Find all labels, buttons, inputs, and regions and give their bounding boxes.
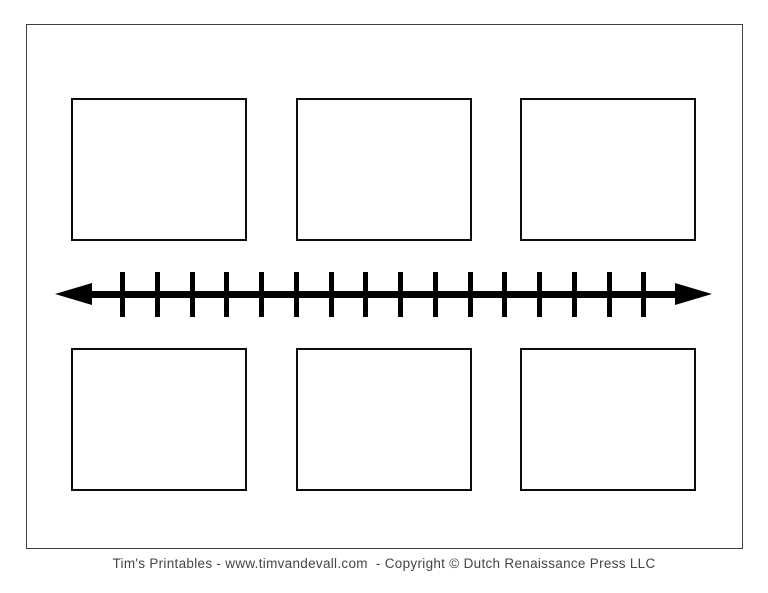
footer-credit: Tim's Printables - www.timvandevall.com … [112,556,656,571]
timeline-entry-box [295,348,472,491]
timeline-entry-box [71,348,247,491]
timeline-entry-box [295,98,472,241]
timeline-boxes-bottom-row [71,348,696,491]
timeline-entry-box [71,98,247,241]
timeline-entry-box [520,348,696,491]
timeline-entry-box [520,98,696,241]
timeline-boxes-top-row [71,98,696,241]
